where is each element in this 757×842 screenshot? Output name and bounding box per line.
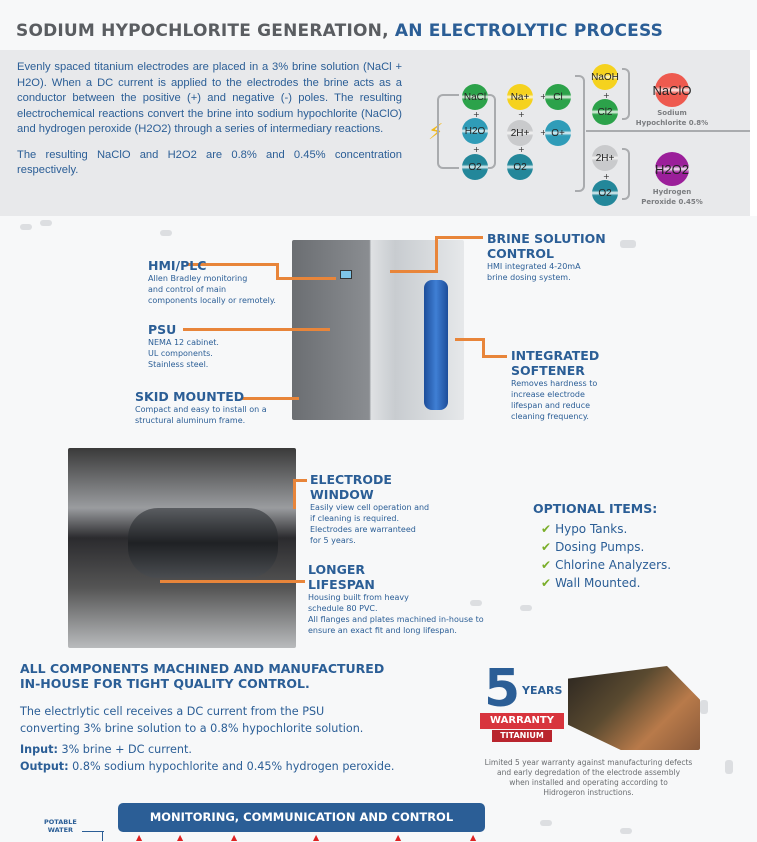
electrode-assembly-photo <box>568 666 700 750</box>
flow-line <box>102 831 103 841</box>
intro-paragraph-1: Evenly spaced titanium electrodes are pl… <box>17 61 402 135</box>
molecule-o2: O2 <box>462 154 488 180</box>
divider <box>586 130 750 132</box>
warranty-material: TITANIUM <box>492 730 552 742</box>
optional-item: ✔Hypo Tanks. <box>541 522 628 536</box>
plus-sign: + <box>473 110 480 119</box>
check-icon: ✔ <box>541 558 552 572</box>
intro-paragraph-2: The resulting NaClO and H2O2 are 0.8% an… <box>17 148 402 177</box>
molecule-2h: 2H+ <box>507 120 533 146</box>
check-icon: ✔ <box>541 576 552 590</box>
bracket <box>437 94 459 169</box>
optional-item: ✔Wall Mounted. <box>541 576 641 590</box>
cell-housing <box>128 508 278 578</box>
plus-sign: + <box>603 172 610 181</box>
title-gray: SODIUM HYPOCHLORITE GENERATION, <box>16 21 389 41</box>
optional-title: OPTIONAL ITEMS: <box>533 501 658 516</box>
warranty-badge: 5 YEARS WARRANTY TITANIUM <box>478 659 568 744</box>
optional-item: ✔Dosing Pumps. <box>541 540 645 554</box>
molecule-o2: O2 <box>507 154 533 180</box>
plus-sign: + <box>540 128 547 137</box>
molecule-o-plus: O+ <box>545 120 571 146</box>
optional-items: OPTIONAL ITEMS: ✔Hypo Tanks. ✔Dosing Pum… <box>533 501 671 592</box>
molecule-naoh: NaOH <box>591 64 619 90</box>
components-section: ALL COMPONENTS MACHINED AND MANUFACTURED… <box>20 661 395 773</box>
lightning-icon: ⚡ <box>428 120 444 145</box>
optional-item: ✔Chlorine Analyzers. <box>541 558 672 572</box>
molecule-nacl: NaCl <box>462 84 488 110</box>
check-icon: ✔ <box>541 522 552 536</box>
plus-sign: + <box>603 91 610 100</box>
hmi-screen <box>340 270 352 279</box>
molecule-o2: O2 <box>592 180 618 206</box>
electrolytic-cell-photo <box>68 448 296 648</box>
bracket <box>622 68 630 120</box>
flow-line <box>82 831 104 832</box>
intro-text: Evenly spaced titanium electrodes are pl… <box>17 60 402 179</box>
warranty-number: 5 <box>484 659 521 719</box>
molecule-cl2: Cl2 <box>592 99 618 125</box>
panel-edge <box>750 50 757 216</box>
title-blue: AN ELECTROLYTIC PROCESS <box>388 21 664 41</box>
plus-sign: + <box>473 145 480 154</box>
bracket <box>622 148 630 200</box>
monitoring-banner: MONITORING, COMMUNICATION AND CONTROL <box>118 803 485 832</box>
molecule-h2o: H2O <box>462 118 488 144</box>
warranty-text: Limited 5 year warranty against manufact… <box>484 758 693 797</box>
plus-sign: + <box>540 92 547 101</box>
molecule-2h: 2H+ <box>592 145 618 171</box>
softener-tank <box>424 280 448 410</box>
page-title: SODIUM HYPOCHLORITE GENERATION, AN ELECT… <box>16 21 663 41</box>
molecule-h2o2: H2O2 <box>655 152 689 186</box>
process-panel <box>0 50 750 216</box>
plus-sign: + <box>518 110 525 119</box>
molecule-naclo: NaClO <box>653 73 692 107</box>
bracket <box>575 75 585 192</box>
molecule-cl: Cl <box>545 84 571 110</box>
warranty-years: YEARS <box>522 684 563 697</box>
check-icon: ✔ <box>541 540 552 554</box>
plus-sign: + <box>518 145 525 154</box>
warranty-ribbon: WARRANTY <box>480 713 564 729</box>
molecule-na: Na+ <box>507 84 533 110</box>
bracket <box>488 94 496 169</box>
